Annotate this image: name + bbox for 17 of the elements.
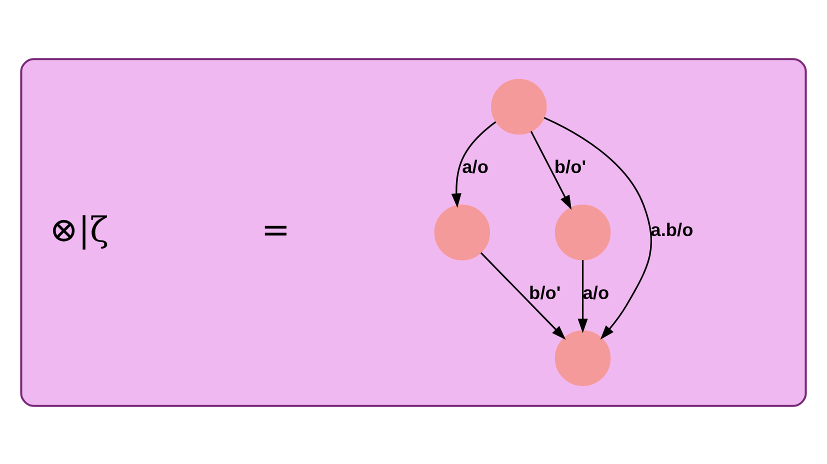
arrow	[544, 116, 652, 340]
node-circle	[491, 78, 547, 134]
node-circle	[434, 204, 490, 260]
edge-label: a/o	[462, 156, 489, 177]
arrow	[578, 260, 588, 333]
arrow	[451, 120, 496, 208]
edge-label: b/o'	[529, 281, 561, 302]
node-circle	[554, 204, 611, 260]
node-circle	[554, 330, 611, 386]
label: ⊗|ζ	[49, 210, 109, 250]
edge-label: a.b/o	[650, 218, 694, 240]
cluster	[20, 58, 807, 406]
arrow	[480, 252, 566, 340]
label: =	[261, 210, 290, 250]
arrow	[530, 130, 572, 210]
edge-label: b/o'	[554, 156, 586, 177]
edge-label: a/o	[582, 281, 610, 302]
